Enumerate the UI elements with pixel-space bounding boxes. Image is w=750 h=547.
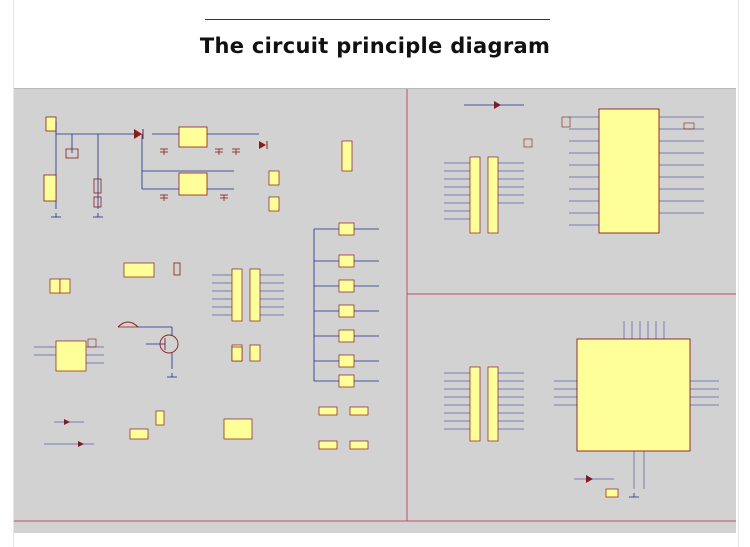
ground-icon bbox=[51, 213, 639, 498]
bottom-headers bbox=[129, 346, 369, 450]
buzzer-icon bbox=[117, 321, 139, 328]
diode-icon bbox=[134, 129, 144, 139]
usb-port-icon bbox=[45, 116, 57, 132]
middle-pin-headers bbox=[212, 268, 284, 362]
region-dividers bbox=[14, 89, 736, 522]
schematic-drawing bbox=[14, 89, 736, 522]
mcu-panel-bottom bbox=[444, 321, 719, 498]
ic-lower-left bbox=[34, 338, 104, 372]
crystal-icon bbox=[173, 262, 181, 276]
title-divider bbox=[205, 19, 550, 20]
page-title: The circuit principle diagram bbox=[199, 34, 551, 58]
mcu-panel-top bbox=[444, 101, 704, 234]
led-indicators bbox=[44, 419, 94, 447]
buzzer-driver bbox=[117, 321, 179, 369]
small-headers bbox=[49, 140, 353, 294]
oscillator-block bbox=[123, 262, 181, 278]
schematic-sheet bbox=[14, 88, 736, 533]
power-input-section bbox=[43, 116, 268, 209]
key-button-column bbox=[313, 222, 379, 388]
led-icon bbox=[259, 141, 268, 149]
